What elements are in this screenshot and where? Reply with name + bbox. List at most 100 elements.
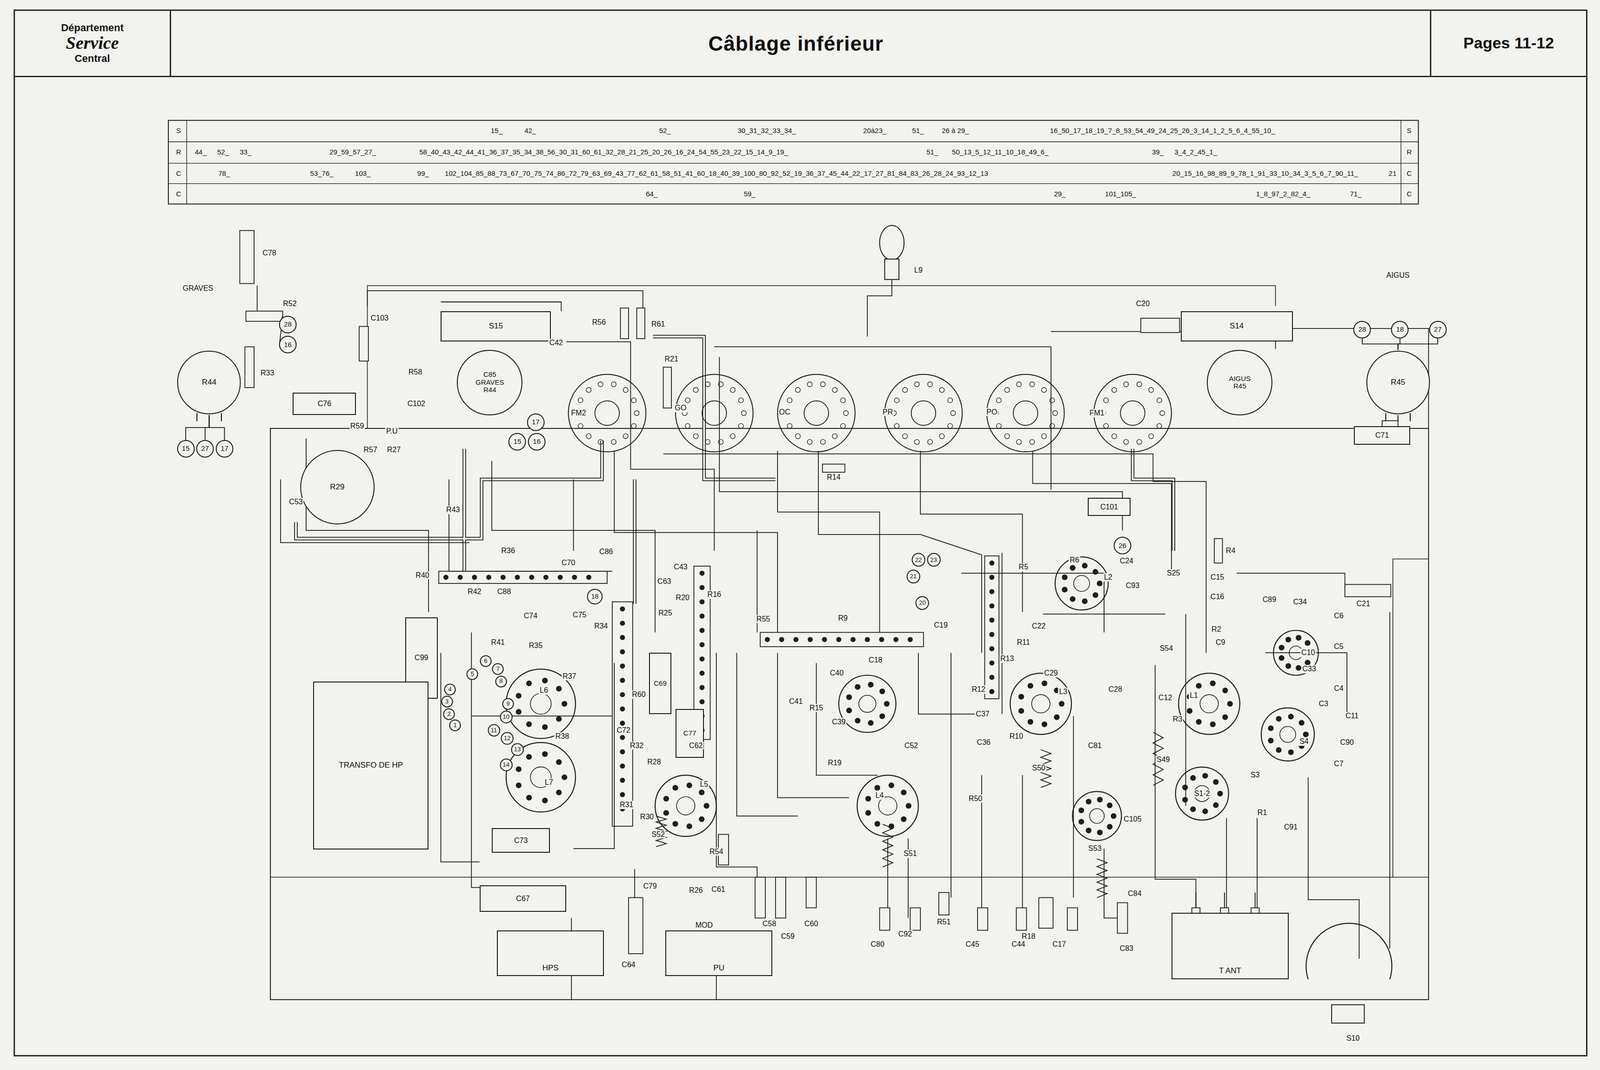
socket-spigot	[530, 693, 552, 715]
table-cell: 52_	[216, 147, 230, 156]
table-cell: 3_4_2_45_1_	[1173, 147, 1219, 156]
solder-tag	[907, 636, 913, 643]
callout-circle: 23	[927, 553, 941, 567]
socket-outline	[838, 675, 897, 733]
circle-outline	[587, 589, 603, 605]
socket-pin	[515, 782, 522, 789]
switch-lug	[611, 439, 617, 445]
socket-pin	[1210, 680, 1216, 687]
part-label: R30	[639, 812, 655, 822]
socket-pin	[1267, 725, 1274, 731]
switch-lug	[738, 423, 744, 429]
part-label: R13	[999, 655, 1015, 664]
socket-pin	[698, 789, 705, 796]
header-rule	[14, 75, 1587, 78]
callout-circle: 17	[215, 440, 234, 458]
node-text: AIGUS	[1228, 374, 1251, 383]
circle-outline	[177, 440, 195, 458]
part-label: MOD	[694, 921, 714, 930]
part-label: C74	[522, 612, 539, 621]
wire	[950, 652, 952, 898]
callout-number: 12	[503, 735, 511, 742]
socket-pin	[526, 721, 532, 728]
part-label: R4	[1225, 546, 1237, 556]
wire	[736, 652, 799, 817]
text-group: 18	[591, 593, 599, 601]
part-label: S51	[902, 849, 918, 858]
solder-tag	[850, 636, 856, 643]
socket-outline	[1010, 673, 1072, 735]
switch-lug	[577, 423, 583, 429]
wafer-hub	[702, 401, 727, 426]
chassis-fold	[270, 876, 1429, 878]
socket-pin	[1182, 784, 1188, 790]
socket-pin	[672, 821, 678, 827]
wafer-outline	[675, 374, 754, 453]
socket-pin	[1018, 708, 1025, 714]
callout-number: 17	[531, 418, 540, 427]
circle-outline	[511, 743, 523, 756]
socket-pin	[526, 754, 532, 760]
wire	[1032, 450, 1172, 572]
text-group: 4	[448, 686, 452, 693]
table-cell: 15_	[489, 126, 504, 135]
callout-circle: 28	[1353, 321, 1371, 339]
tag-strip	[612, 602, 633, 827]
callout-number: 15	[181, 444, 190, 453]
header-rule	[1429, 10, 1432, 77]
part-label: S49	[1155, 756, 1171, 765]
part-label: R51	[936, 917, 952, 927]
socket-pin	[515, 766, 522, 772]
component-body	[938, 892, 950, 915]
socket-pin	[526, 680, 532, 687]
switch-lug	[795, 433, 801, 439]
table-cell: S	[175, 126, 182, 135]
socket-spigot	[1199, 694, 1219, 713]
wire	[566, 341, 715, 551]
callout-circle: 6	[480, 655, 492, 667]
switch-lug	[840, 423, 846, 429]
circle-outline	[279, 336, 297, 354]
switch-lug	[996, 397, 1002, 403]
part-label: C39	[830, 718, 847, 727]
part-label: R5	[1017, 562, 1030, 572]
wire	[1001, 552, 1003, 714]
callout-circle: 22	[911, 553, 926, 567]
circle-outline	[1366, 351, 1430, 415]
circle-outline	[501, 732, 513, 745]
text-group: T ANT	[1218, 966, 1242, 976]
wire	[961, 573, 1105, 633]
switch-spindle	[1331, 1004, 1365, 1024]
circle-outline	[906, 569, 920, 583]
component-body	[628, 897, 643, 954]
callout-number: 8	[499, 677, 503, 685]
wire	[1225, 817, 1227, 918]
switch-lug	[1148, 433, 1154, 439]
pot-lug	[220, 413, 222, 422]
switch-lug	[1123, 381, 1129, 388]
wire	[1389, 612, 1391, 950]
part-label: R61	[650, 320, 666, 329]
socket-pin	[1303, 731, 1309, 738]
callout-number: 23	[930, 556, 938, 564]
socket-pin	[555, 759, 562, 765]
cable-harness	[653, 336, 776, 480]
node-text: Département	[60, 22, 124, 34]
tube-socket	[655, 775, 717, 837]
part-label: AIGUS	[1385, 271, 1411, 280]
wafer-switch	[986, 374, 1065, 453]
text-group: 17	[531, 418, 540, 427]
switch-lug	[598, 381, 604, 388]
header-cell: Pages 11-12	[1430, 10, 1587, 77]
switch-lug	[634, 410, 640, 416]
solder-tag	[878, 636, 884, 643]
solder-tag	[619, 720, 625, 726]
solder-tag	[807, 636, 813, 643]
part-label: R20	[675, 593, 691, 603]
text-group: C69	[653, 679, 667, 688]
callout-circle: 20	[915, 596, 930, 610]
part-label: C16	[1209, 592, 1226, 602]
component-box: HPS	[496, 930, 604, 977]
solder-tag	[619, 677, 625, 683]
socket-pin	[1295, 635, 1302, 641]
